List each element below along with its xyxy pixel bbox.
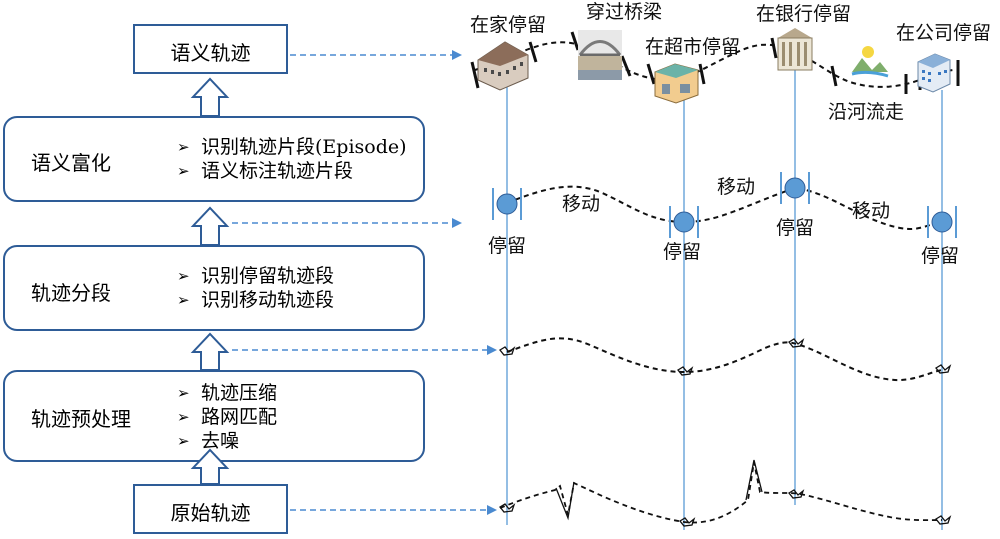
- bullet-item: 识别停留轨迹段: [177, 264, 334, 288]
- tick-mark: [830, 65, 838, 87]
- semantic-trajectory-label: 语义轨迹: [170, 41, 251, 65]
- tick-mark: [646, 63, 656, 85]
- bridge-icon: [578, 30, 622, 80]
- noise-spike: [745, 459, 763, 501]
- label-stay: 停留: [776, 217, 814, 239]
- bank-icon: [777, 28, 813, 71]
- segmentation-bullets: 识别停留轨迹段 识别移动轨迹段: [177, 264, 334, 312]
- house-icon: [477, 41, 529, 91]
- tick-mark: [620, 55, 632, 77]
- arrowhead-icon: [487, 505, 497, 515]
- stay-brackets: [492, 172, 957, 238]
- label-stay: 停留: [488, 235, 526, 257]
- raw-trajectory-label: 原始轨迹: [170, 501, 251, 525]
- bullet-item: 识别移动轨迹段: [177, 288, 334, 312]
- segment-labels: 停留 停留 停留 停留 移动 移动 移动: [488, 176, 959, 267]
- arrowhead-icon: [452, 50, 462, 60]
- preprocessed-trajectory-path: [506, 337, 943, 382]
- box-semantic-trajectory: 语义轨迹: [133, 24, 288, 74]
- label-home: 在家停留: [470, 14, 546, 36]
- raw-trajectory-path: [499, 461, 943, 524]
- stay-point: [496, 193, 518, 215]
- label-river: 沿河流走: [828, 101, 904, 123]
- tick-mark: [570, 31, 580, 51]
- gps-cluster: [788, 489, 805, 499]
- gps-cluster: [499, 346, 516, 356]
- up-arrow-icon: [190, 77, 230, 117]
- stop-alignment-lines: [506, 70, 943, 530]
- up-arrow-icon: [190, 448, 230, 485]
- gps-cluster: [677, 366, 694, 376]
- stay-point: [931, 211, 953, 233]
- tick-mark: [770, 37, 778, 59]
- segmented-trajectory-path: [506, 185, 943, 230]
- label-bridge: 穿过桥梁: [586, 1, 662, 23]
- tick-mark: [528, 41, 538, 63]
- stay-point: [784, 177, 806, 199]
- tick-mark: [470, 61, 480, 89]
- preprocessing-title: 轨迹预处理: [31, 407, 131, 431]
- preprocessing-bullets: 轨迹压缩 路网匹配 去噪: [177, 381, 277, 453]
- flow-arrows: [190, 77, 230, 485]
- arrowhead-icon: [487, 345, 497, 355]
- label-market: 在超市停留: [645, 36, 740, 58]
- stay-points: [496, 177, 953, 233]
- box-semantic-enrichment: 语义富化 识别轨迹片段(Episode) 语义标注轨迹片段: [3, 116, 425, 202]
- gps-cluster: [499, 503, 516, 513]
- semantic-labels: 在家停留 穿过桥梁 在超市停留 在银行停留 沿河流走 在公司停留: [470, 1, 991, 123]
- noise-spike: [555, 481, 575, 521]
- box-preprocessing: 轨迹预处理 轨迹压缩 路网匹配 去噪: [3, 370, 425, 462]
- semantic-enrichment-bullets: 识别轨迹片段(Episode) 语义标注轨迹片段: [177, 135, 407, 183]
- label-office: 在公司停留: [896, 22, 991, 44]
- up-arrow-icon: [190, 332, 230, 371]
- level-connectors: [232, 54, 490, 511]
- bullet-item: 语义标注轨迹片段: [177, 159, 407, 183]
- bullet-item: 轨迹压缩: [177, 381, 277, 405]
- up-arrow-icon: [190, 206, 230, 246]
- semantic-enrichment-title: 语义富化: [31, 151, 111, 175]
- gps-cluster: [935, 364, 952, 374]
- bullet-item: 去噪: [177, 429, 277, 453]
- bullet-item: 识别轨迹片段(Episode): [177, 135, 407, 159]
- bullet-item: 路网匹配: [177, 405, 277, 429]
- connector-arrowheads: [452, 50, 497, 515]
- tick-mark: [698, 63, 706, 85]
- label-move: 移动: [562, 193, 600, 215]
- label-move: 移动: [852, 200, 890, 222]
- gps-cluster: [788, 338, 805, 348]
- box-raw-trajectory: 原始轨迹: [133, 484, 288, 534]
- label-stay: 停留: [663, 241, 701, 263]
- gps-clusters: [499, 338, 952, 376]
- gps-cluster: [679, 517, 696, 527]
- label-stay: 停留: [921, 245, 959, 267]
- gps-cluster: [935, 515, 952, 525]
- arrowhead-icon: [452, 218, 462, 228]
- label-bank: 在银行停留: [756, 3, 851, 25]
- label-move: 移动: [717, 176, 755, 198]
- river-icon: [850, 46, 889, 78]
- office-icon: [917, 53, 951, 93]
- supermarket-icon: [654, 63, 699, 104]
- stay-point: [673, 211, 695, 233]
- raw-gps-clusters: [499, 489, 952, 527]
- segmentation-title: 轨迹分段: [31, 281, 111, 305]
- raw-noise-spikes: [555, 459, 763, 521]
